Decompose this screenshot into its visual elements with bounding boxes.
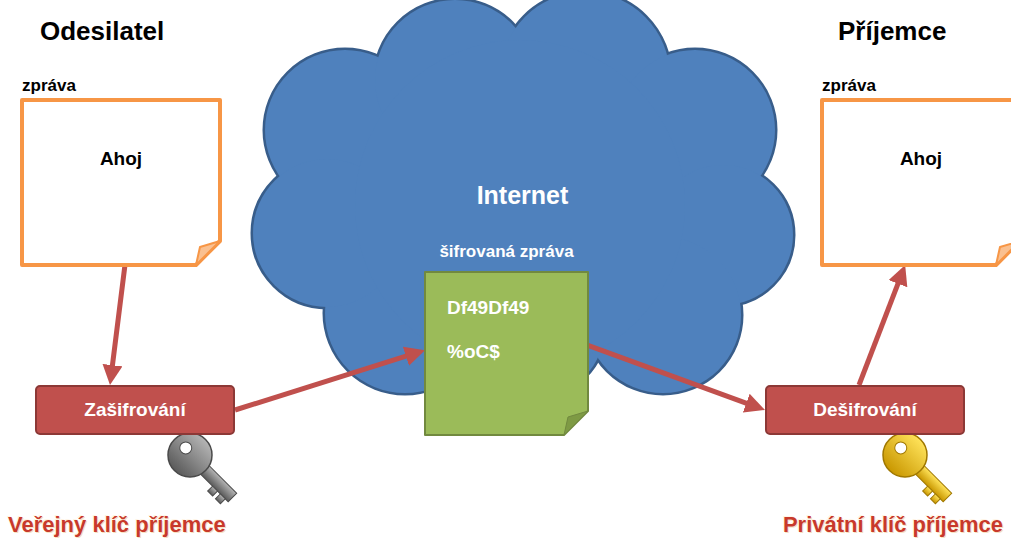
document-heading: šifrovaná zpráva	[385, 242, 628, 262]
public-key-icon	[159, 424, 248, 513]
sender-heading: Odesilatel	[40, 16, 164, 47]
document-outline	[425, 272, 588, 435]
document-shape	[822, 100, 1011, 265]
decrypt-process-box: Dešifrování	[765, 385, 965, 435]
arrow-connector	[111, 265, 125, 375]
message-text: Ahoj	[22, 148, 220, 170]
private-key-label: Privátní klíč příjemce	[783, 512, 1003, 538]
document-heading: zpráva	[822, 76, 876, 96]
internet-cloud: šifrovaná zprávaDf49Df49 %oC$ Internet	[255, 5, 790, 400]
document-fold	[996, 241, 1011, 265]
document-heading: zpráva	[22, 76, 76, 96]
message-text: Ahoj	[822, 148, 1011, 170]
recipient-heading: Příjemce	[838, 16, 946, 47]
cipher-text: Df49Df49 %oC$	[447, 286, 547, 374]
public-key-label: Veřejný klíč příjemce	[8, 512, 226, 538]
document-outline	[22, 100, 220, 265]
encrypt-process-box: Zašifrování	[35, 385, 235, 435]
document-fold	[196, 241, 220, 265]
arrow-connector	[859, 274, 902, 385]
message-document: zprávaAhoj	[822, 100, 1011, 265]
document-shape	[22, 100, 220, 265]
message-document: zprávaAhoj	[22, 100, 220, 265]
cloud-label: Internet	[255, 181, 790, 210]
private-key-icon	[874, 424, 963, 513]
process-label: Dešifrování	[813, 399, 916, 421]
process-label: Zašifrování	[84, 399, 185, 421]
document-outline	[822, 100, 1011, 265]
encrypted-document: šifrovaná zprávaDf49Df49 %oC$	[425, 272, 588, 435]
document-fold	[564, 411, 588, 435]
